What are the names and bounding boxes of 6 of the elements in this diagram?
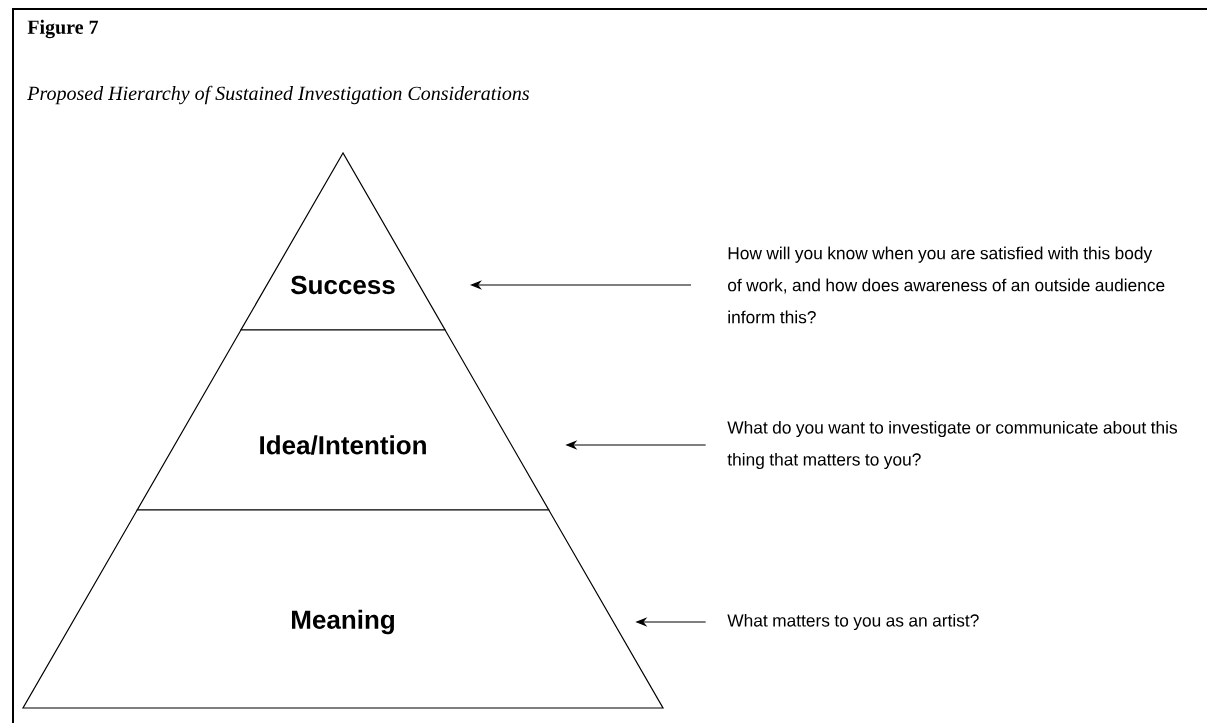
node-label: Meaning	[292, 609, 394, 635]
question-text: How will you know when you are satisfied with this body of work, and how does awareness of an outside audience inform this?	[728, 246, 1165, 324]
figure-caption: Proposed Hierarchy of Sustained Investigation Considerations	[27, 85, 530, 105]
question-text: What do you want to investigate or communicate about this thing that matters to you?	[727, 420, 1178, 470]
figure-title: Figure 7	[27, 19, 99, 39]
question-text: What matters to you as an artist?	[727, 613, 979, 631]
